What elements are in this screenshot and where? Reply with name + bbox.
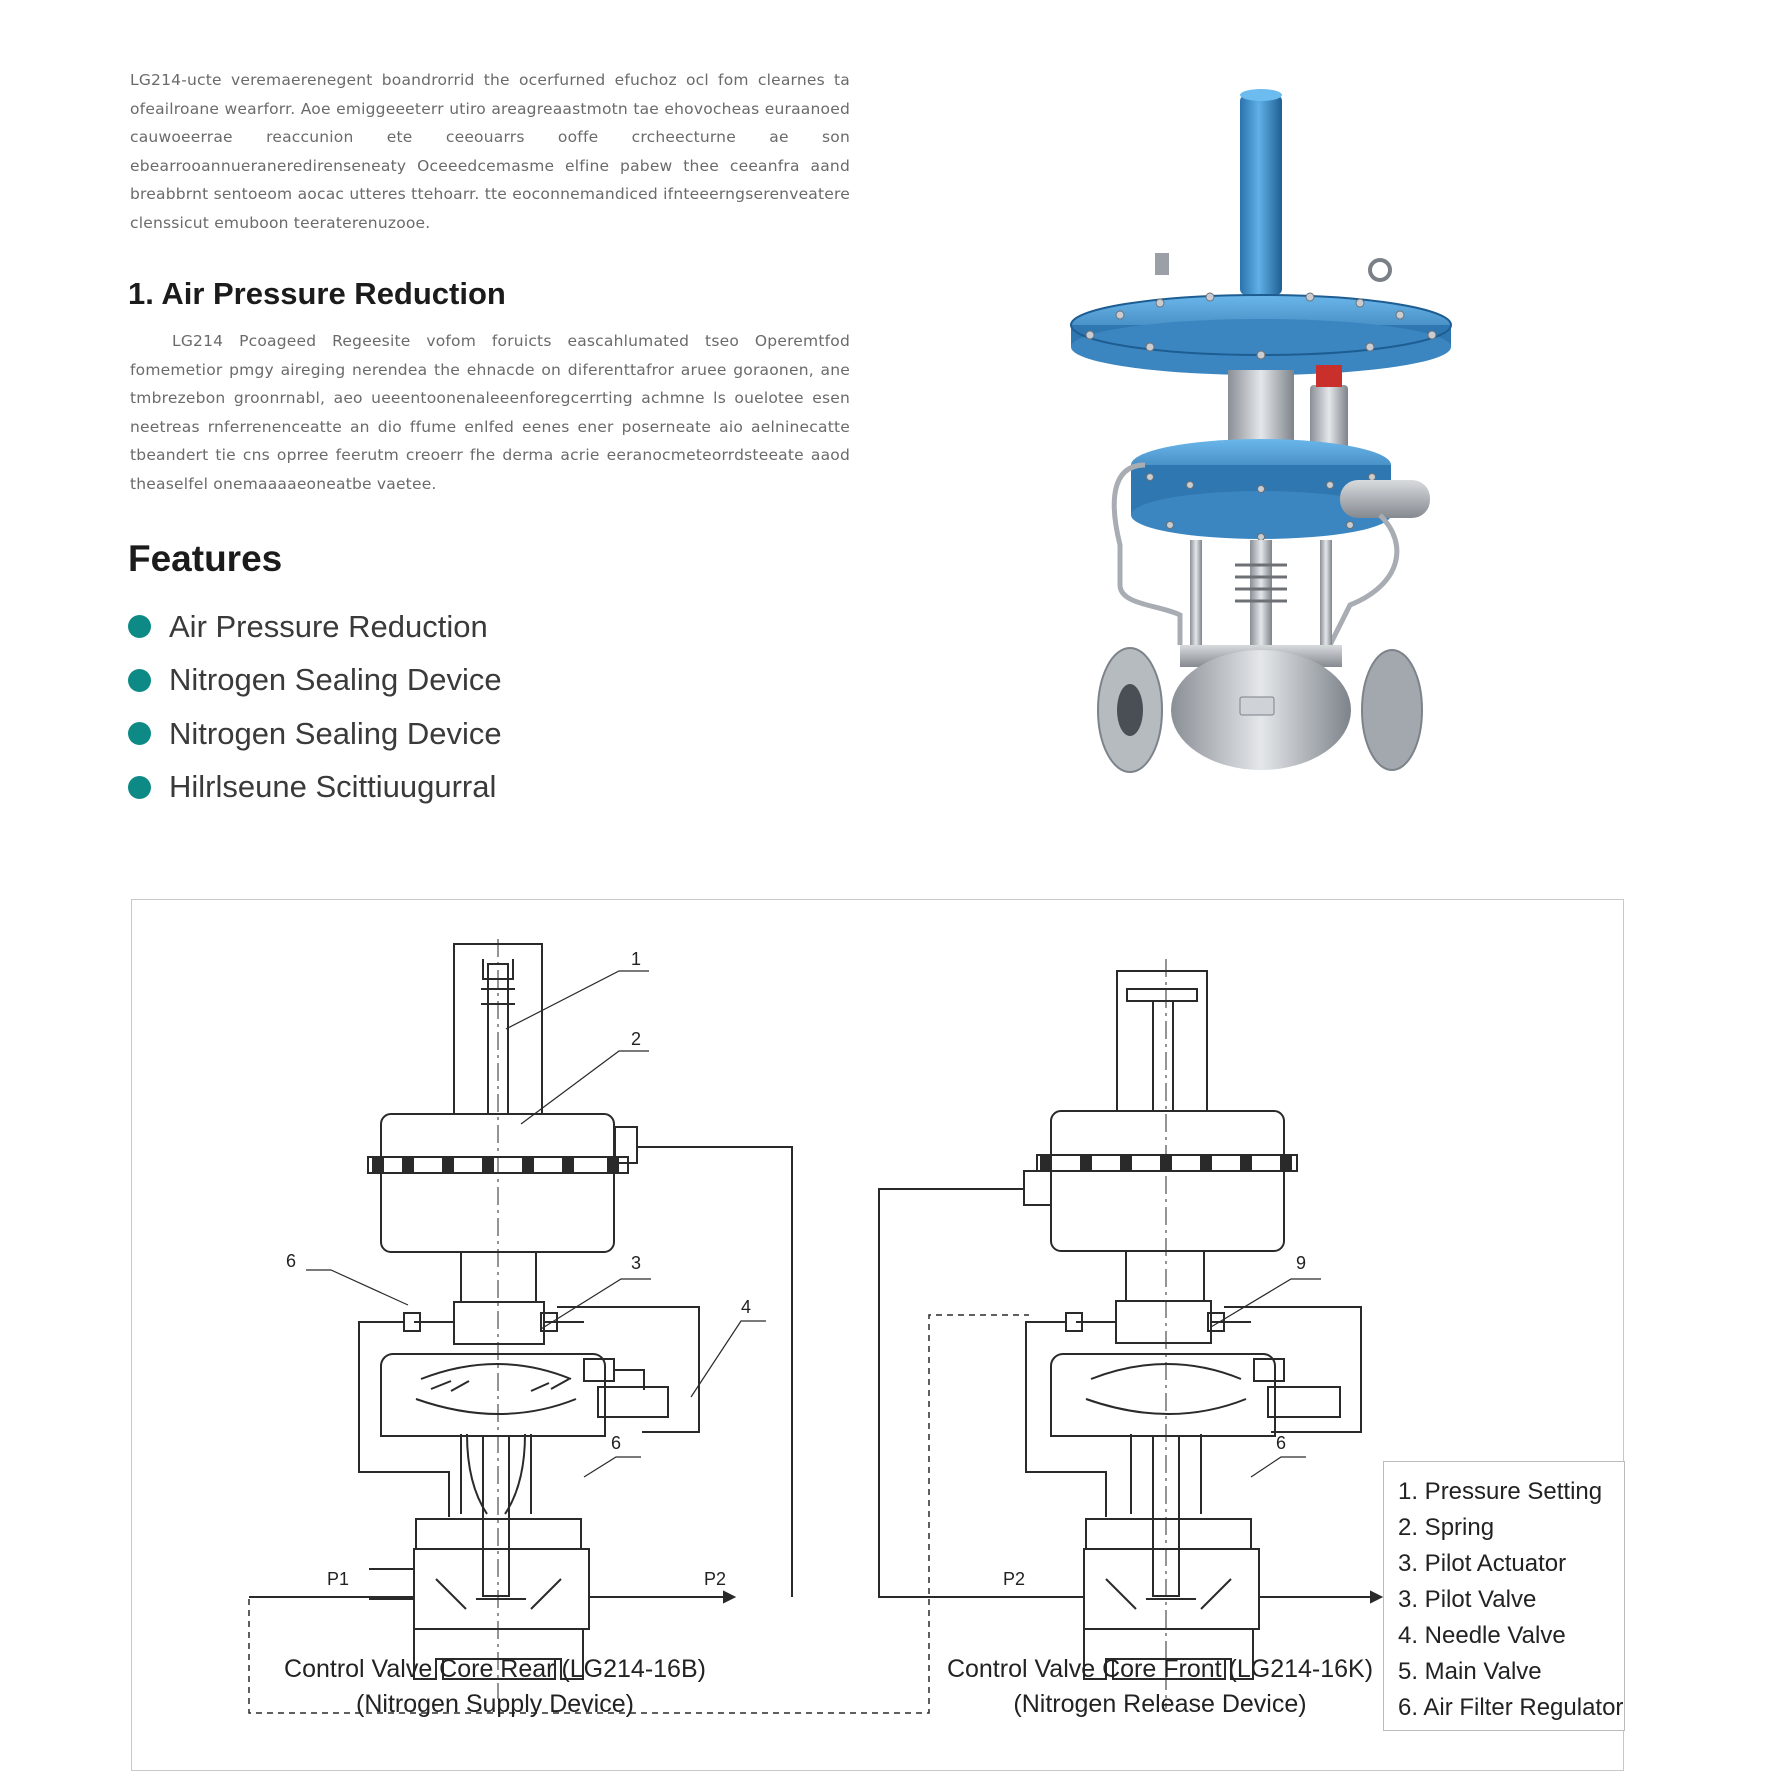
legend-item: 1. Pressure Setting <box>1398 1478 1603 1505</box>
feature-label: Nitrogen Sealing Device <box>169 715 502 751</box>
callout-9-right: 9 <box>1296 1253 1306 1273</box>
caption-right-line2: (Nitrogen Release Device) <box>1013 1690 1307 1718</box>
feature-label: Nitrogen Sealing Device <box>169 662 502 698</box>
right-valve-drawing <box>878 970 1384 1680</box>
regulator-valve-image <box>1070 89 1452 773</box>
callout-6-upper: 6 <box>286 1251 296 1271</box>
callout-3: 3 <box>631 1253 641 1273</box>
bullet-icon <box>128 775 151 799</box>
callout-6-lower: 6 <box>611 1433 621 1453</box>
legend-item: 3. Pilot Actuator <box>1398 1550 1567 1577</box>
feature-label: Hilrlseune Scittiuugurral <box>169 769 497 805</box>
features-list: Air Pressure Reduction Nitrogen Sealing … <box>128 600 502 814</box>
legend-item: 4. Needle Valve <box>1398 1622 1566 1649</box>
caption-left-line1: Control Valve Core Rear (LG214-16B) <box>284 1655 706 1683</box>
feature-label: Air Pressure Reduction <box>169 608 488 644</box>
port-label-p2: P2 <box>704 1569 726 1589</box>
caption-right-line1: Control Valve Core Front (LG214-16K) <box>946 1655 1374 1683</box>
callout-2: 2 <box>631 1029 641 1049</box>
callout-4: 4 <box>741 1297 751 1317</box>
port-label-p1: P1 <box>327 1569 349 1589</box>
bullet-icon <box>128 668 151 692</box>
intro-paragraph: LG214-ucte veremaerenegent boandrorrid t… <box>130 71 850 232</box>
legend-item: 2. Spring <box>1398 1514 1495 1541</box>
feature-item: Hilrlseune Scittiuugurral <box>128 761 502 815</box>
bullet-icon <box>128 722 151 746</box>
parts-legend: 1. Pressure Setting 2. Spring 3. Pilot A… <box>1383 1461 1625 1731</box>
caption-left: Control Valve Core Rear (LG214-16B) (Nit… <box>250 1652 740 1722</box>
caption-left-line2: (Nitrogen Supply Device) <box>356 1690 634 1718</box>
section-heading-air-pressure: 1. Air Pressure Reduction <box>128 276 506 311</box>
callout-6-right: 6 <box>1276 1433 1286 1453</box>
schematic-drawing: 1 2 6 3 4 6 9 6 P1 P2 P2 <box>248 939 1384 1714</box>
legend-item: 6. Air Filter Regulator <box>1398 1694 1624 1721</box>
legend-item: 5. Main Valve <box>1398 1658 1542 1685</box>
callout-1: 1 <box>631 949 641 969</box>
feature-item: Air Pressure Reduction <box>128 600 502 654</box>
legend-item: 3. Pilot Valve <box>1398 1586 1537 1613</box>
caption-right: Control Valve Core Front (LG214-16K) (Ni… <box>920 1652 1400 1722</box>
section-body-air-pressure: LG214 Pcoageed Regeesite vofom foruicts … <box>130 332 850 493</box>
feature-item: Nitrogen Sealing Device <box>128 707 502 761</box>
port-label-p2-right: P2 <box>1003 1569 1025 1589</box>
features-heading: Features <box>128 538 283 579</box>
bullet-icon <box>128 615 151 639</box>
feature-item: Nitrogen Sealing Device <box>128 654 502 708</box>
schematic-frame <box>131 899 1624 1771</box>
